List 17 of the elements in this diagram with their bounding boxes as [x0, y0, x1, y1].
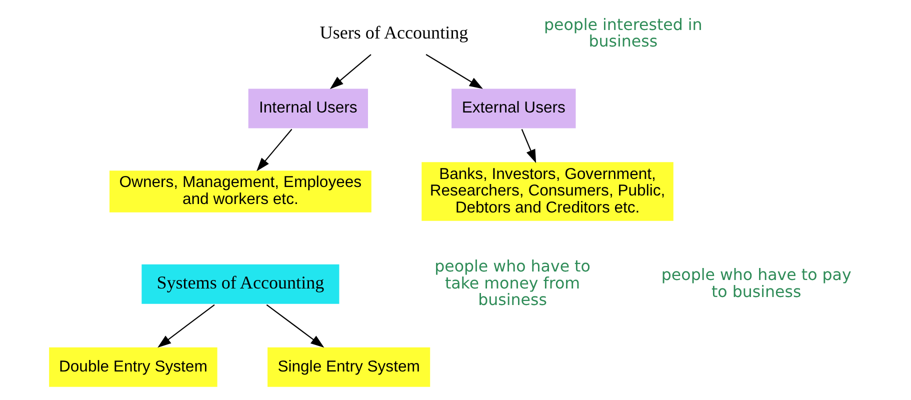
arrow [256, 128, 292, 172]
label: people who have to take money from business [434, 256, 590, 310]
node-text: Users of Accounting [320, 22, 468, 42]
node-box: Banks, Investors, Government, Researchers, Consumers, Public, Debtors and Creditors etc. [420, 161, 675, 222]
arrow [330, 54, 372, 90]
arrow [158, 304, 215, 348]
node-box: Owners, Management, Employees and workers etc. [108, 170, 373, 214]
arrow [521, 129, 536, 164]
label: people who have to pay to business [661, 264, 852, 301]
node-box: Single Entry System [266, 346, 432, 388]
arrow [266, 304, 324, 348]
node-box: Systems of Accounting [140, 263, 340, 305]
node-box: Double Entry System [48, 346, 218, 388]
label: people interested in business [544, 14, 702, 51]
arrow [426, 54, 483, 89]
node-box: External Users [450, 88, 577, 130]
node-box: Internal Users [247, 88, 370, 130]
